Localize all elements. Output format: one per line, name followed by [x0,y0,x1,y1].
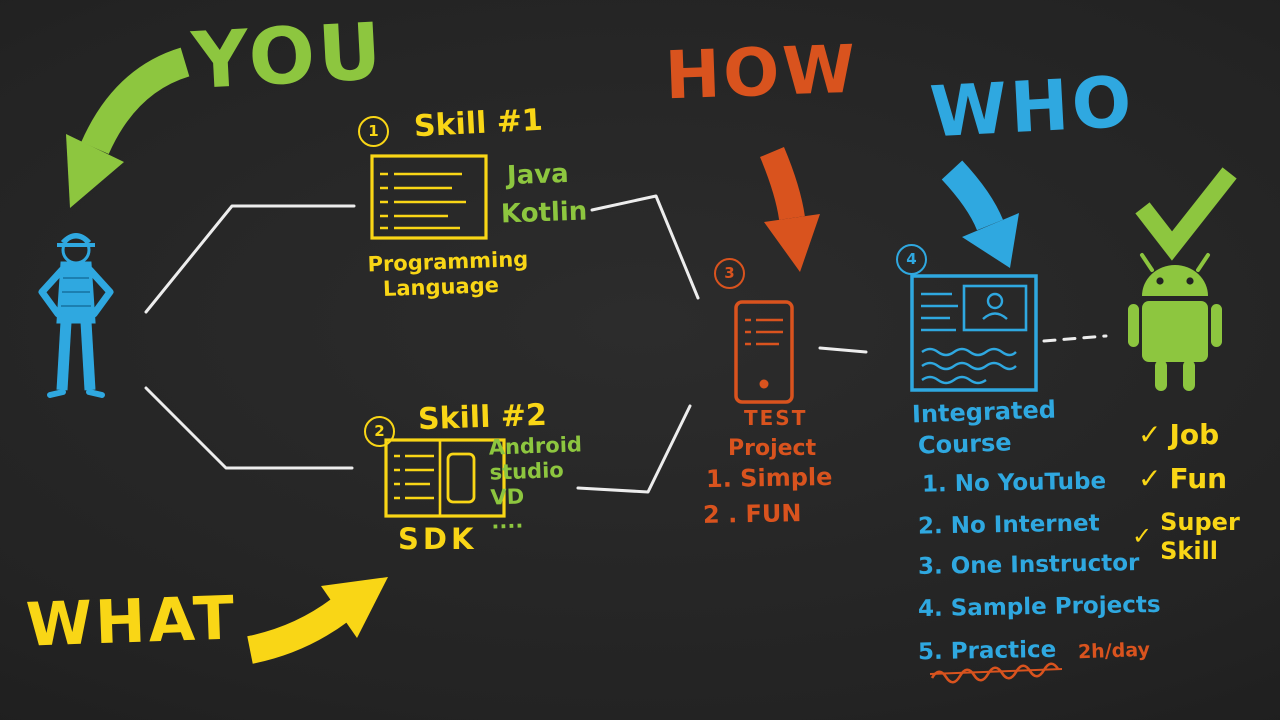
check-icon: ✓ [1132,522,1153,551]
outcome-job-label: Job [1169,418,1220,451]
test-project-item-fun: 2 . FUN [702,499,802,529]
practice-note: 2h/day [1077,638,1151,664]
ide-window-icon [384,438,506,518]
checkmark-icon [1135,167,1237,261]
outcome-fun: ✓Fun [1138,462,1227,496]
outcome-super-skill-label: Super Skill [1160,508,1240,565]
skill1-caption-line2: Language [382,273,500,302]
test-project-title-line1: TEST [744,406,808,430]
skill2-step-number: 2 [364,416,395,447]
check-icon: ✓ [1138,462,1162,495]
skill2-tool-vd: VD [490,483,525,510]
skill1-step-number: 1 [358,116,389,147]
practice-scribble-icon [929,662,1063,684]
course-item-no-internet: 2. No Internet [917,510,1100,540]
test-project-title-line2: Project [728,436,817,461]
outcome-job: ✓Job [1138,418,1219,452]
course-item-no-youtube: 1. No YouTube [921,468,1107,498]
skill2-tool-android: Android [488,432,583,460]
connector-lines [144,194,1108,494]
who-arrow-icon [941,160,1019,268]
test-project-phone-icon [734,300,794,404]
test-project-item-simple: 1. Simple [705,462,833,494]
how-arrow-icon [760,146,820,272]
skill2-tools: Android studio VD .... [488,432,585,534]
skill2-caption-sdk: SDK [398,522,478,556]
course-item-practice: 5. Practice [917,636,1057,666]
person-icon [38,233,114,398]
outcome-super-skill: ✓Super Skill [1132,508,1280,566]
how-heading: HOW [663,30,860,115]
course-title-line2: Course [917,428,1013,460]
you-heading: YOU [189,7,387,107]
dashed-connector [1042,334,1108,343]
skill2-tool-more: .... [490,508,524,534]
course-item-one-instructor: 3. One Instructor [917,550,1140,580]
skill1-language-kotlin: Kotlin [500,196,588,230]
code-editor-icon [370,154,488,240]
test-project-step-number: 3 [714,258,745,289]
outcome-fun-label: Fun [1169,462,1228,495]
check-icon: ✓ [1138,418,1162,451]
what-arrow-icon [247,577,388,664]
course-item-sample-projects: 4. Sample Projects [917,591,1161,623]
what-heading: WHAT [24,583,239,661]
skill1-language-java: Java [506,158,570,192]
skill2-title: Skill #2 [417,397,548,438]
skill1-caption: Programming Language [367,247,528,302]
course-title-line1: Integrated [911,395,1057,429]
android-robot-icon [1128,253,1222,391]
course-window-icon [910,274,1038,392]
skill2-tool-studio: studio [489,457,565,485]
course-step-number: 4 [896,244,927,275]
skill1-title: Skill #1 [413,102,544,145]
who-heading: WHO [927,60,1137,154]
you-arrow-icon [66,47,190,208]
